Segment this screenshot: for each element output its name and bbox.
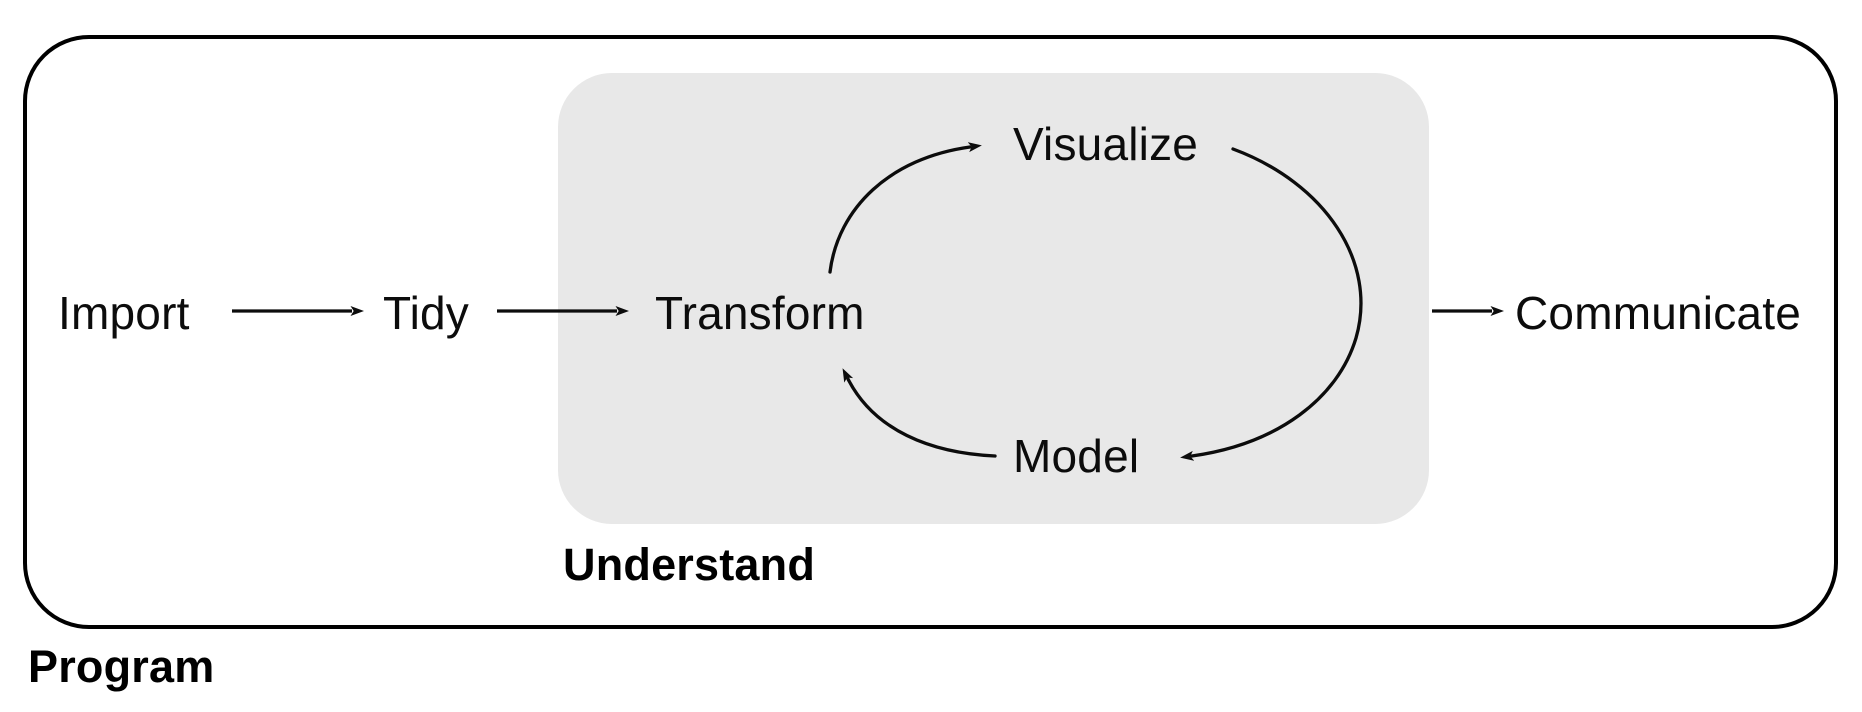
program-group-box xyxy=(23,35,1838,629)
arrow-visualize-to-model xyxy=(1180,147,1363,461)
arrow-transform-to-visualize xyxy=(828,142,982,274)
node-communicate: Communicate xyxy=(1515,287,1801,339)
arrow-model-to-transform xyxy=(842,368,997,458)
node-transform: Transform xyxy=(655,287,865,339)
understand-group-box xyxy=(558,73,1429,524)
node-import: Import xyxy=(58,287,190,339)
node-tidy: Tidy xyxy=(383,287,469,339)
node-model: Model xyxy=(1013,430,1140,482)
understand-group-label: Understand xyxy=(563,539,816,590)
program-group-label: Program xyxy=(28,641,215,692)
node-visualize: Visualize xyxy=(1013,118,1199,170)
